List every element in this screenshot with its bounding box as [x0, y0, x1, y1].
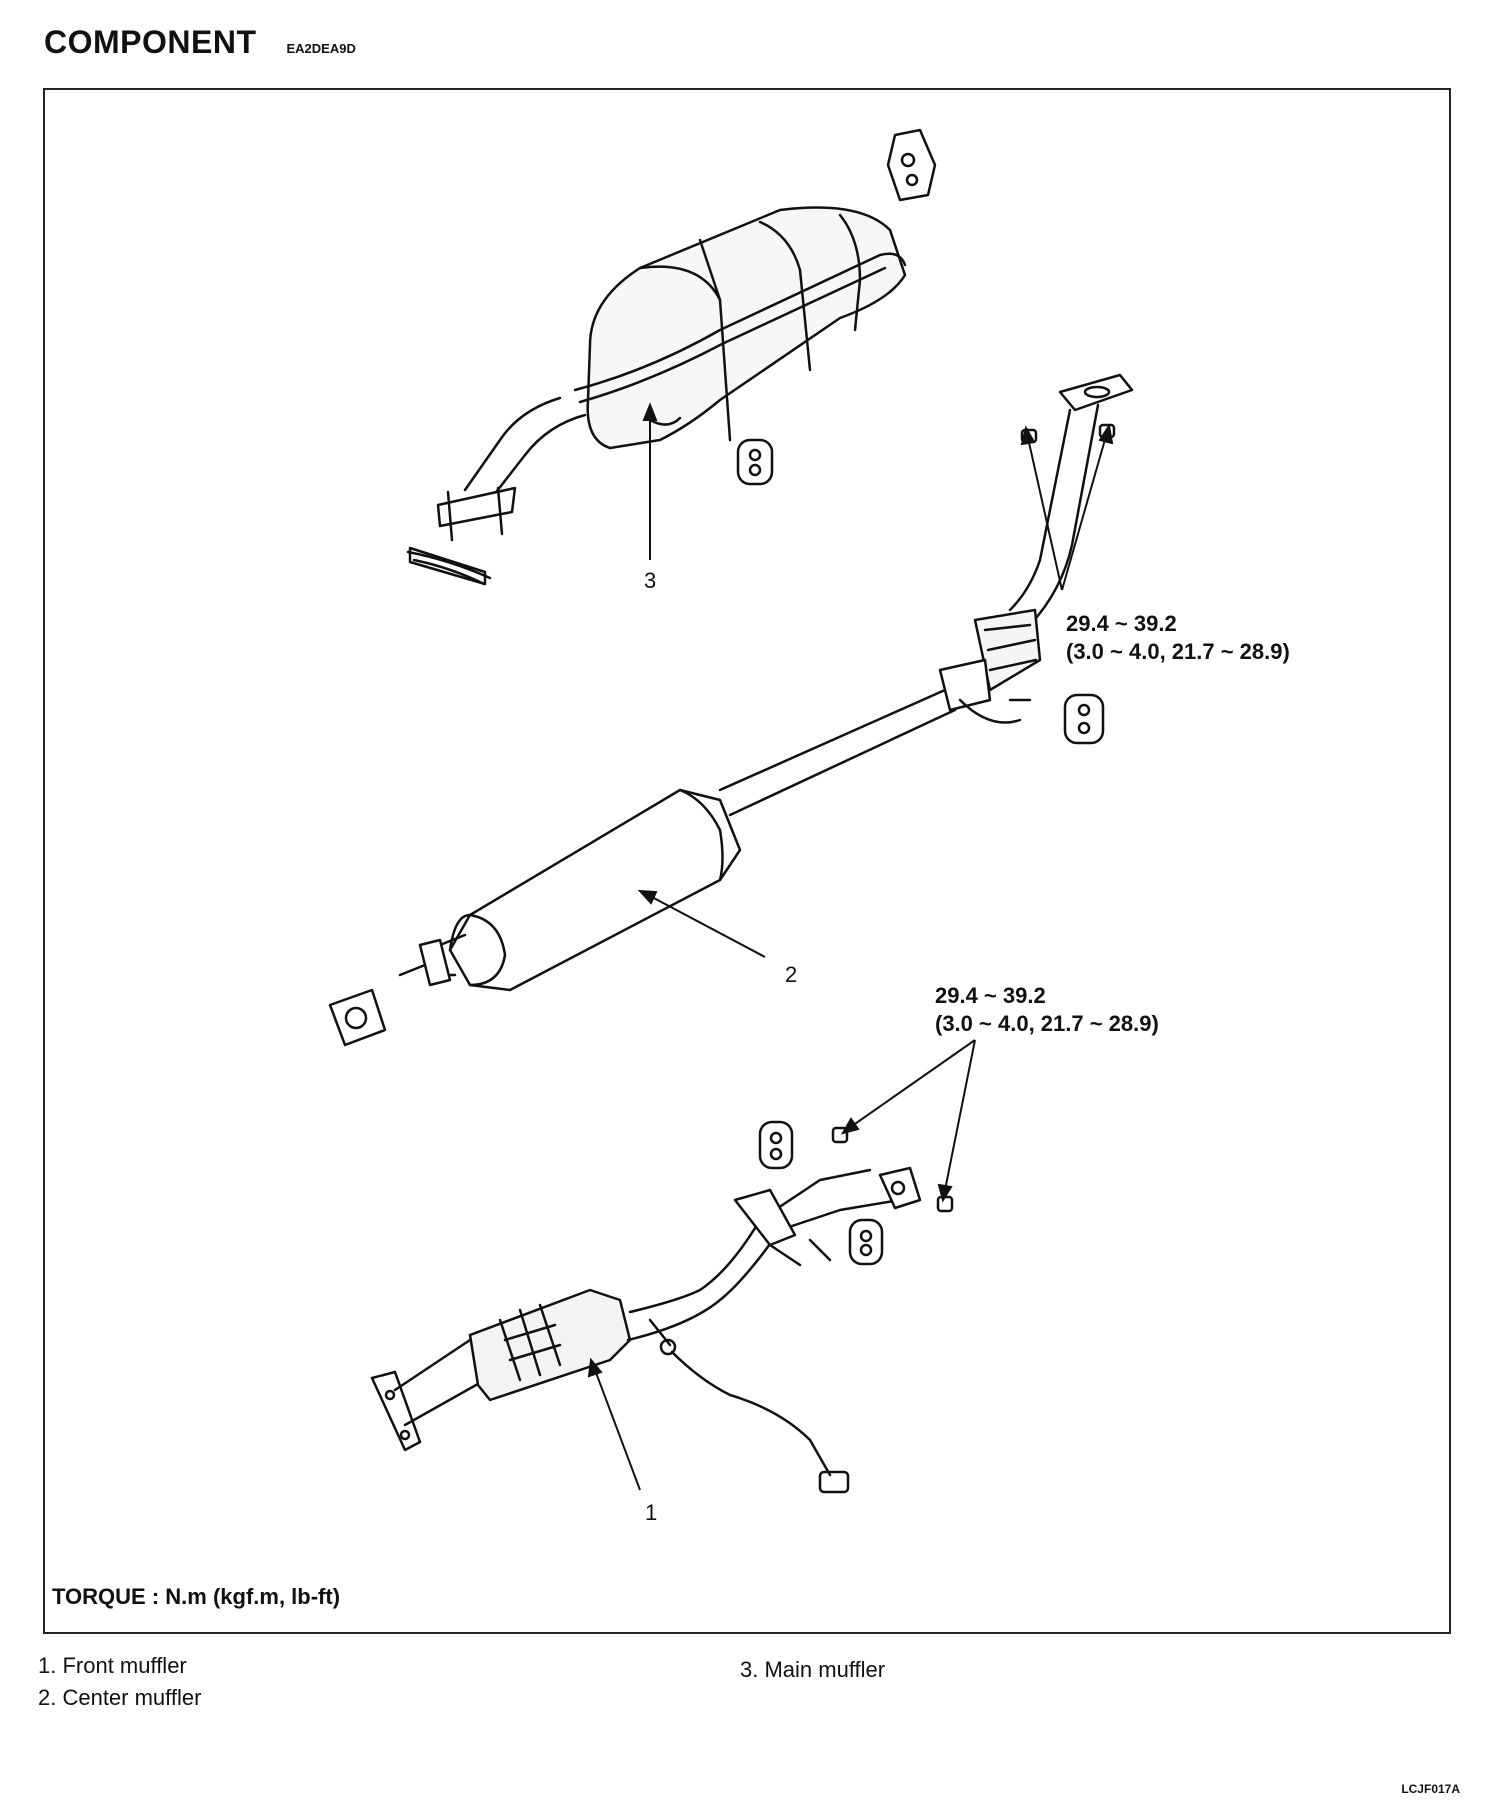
- callout-center-muffler: 2: [785, 962, 798, 987]
- legend-right: 3. Main muffler: [740, 1654, 885, 1686]
- callout-main-muffler: 3: [644, 568, 657, 593]
- legend-item-1: 1. Front muffler: [38, 1653, 187, 1678]
- center-muffler-part: [328, 373, 1134, 1047]
- figure-code: LCJF017A: [1401, 1782, 1460, 1796]
- page-title: COMPONENT: [44, 24, 257, 60]
- main-muffler-part: [406, 128, 937, 586]
- torque-unit-note: TORQUE : N.m (kgf.m, lb-ft): [52, 1584, 341, 1609]
- document-code: EA2DEA9D: [286, 41, 356, 56]
- torque-spec-lower: 29.4 ~ 39.2 (3.0 ~ 4.0, 21.7 ~ 28.9): [935, 983, 1159, 1036]
- page-heading: COMPONENT EA2DEA9D: [44, 24, 356, 61]
- diagram-frame: [43, 88, 1451, 1634]
- torque-spec-upper: 29.4 ~ 39.2 (3.0 ~ 4.0, 21.7 ~ 28.9): [1066, 611, 1290, 664]
- legend-left: 1. Front muffler 2. Center muffler: [38, 1650, 201, 1714]
- front-muffler-part: [370, 1120, 954, 1494]
- legend-item-3: 3. Main muffler: [740, 1657, 886, 1682]
- callout-front-muffler: 1: [645, 1500, 658, 1525]
- legend-item-2: 2. Center muffler: [38, 1685, 202, 1710]
